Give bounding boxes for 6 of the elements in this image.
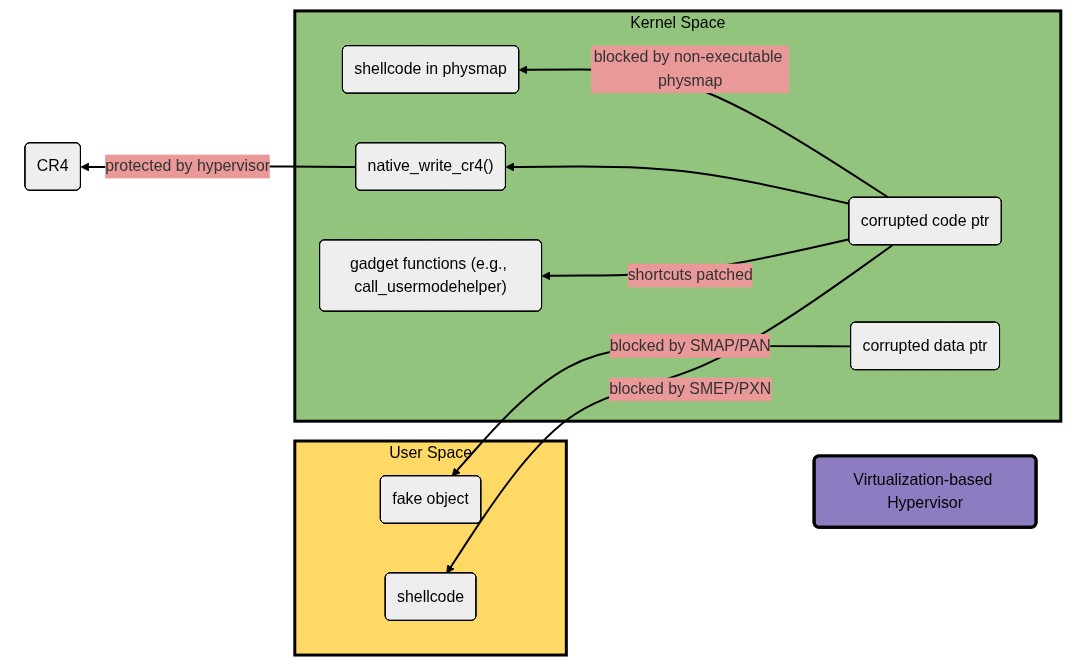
edge-label: protected by hypervisor <box>105 157 271 175</box>
edge-label: blocked by SMAP/PAN <box>609 336 771 354</box>
arrow <box>446 244 894 574</box>
edge-label: shortcuts patched <box>627 266 753 284</box>
edge-label: blocked by non-executable physmap <box>593 48 783 90</box>
edge-label: blocked by SMEP/PXN <box>609 380 772 398</box>
